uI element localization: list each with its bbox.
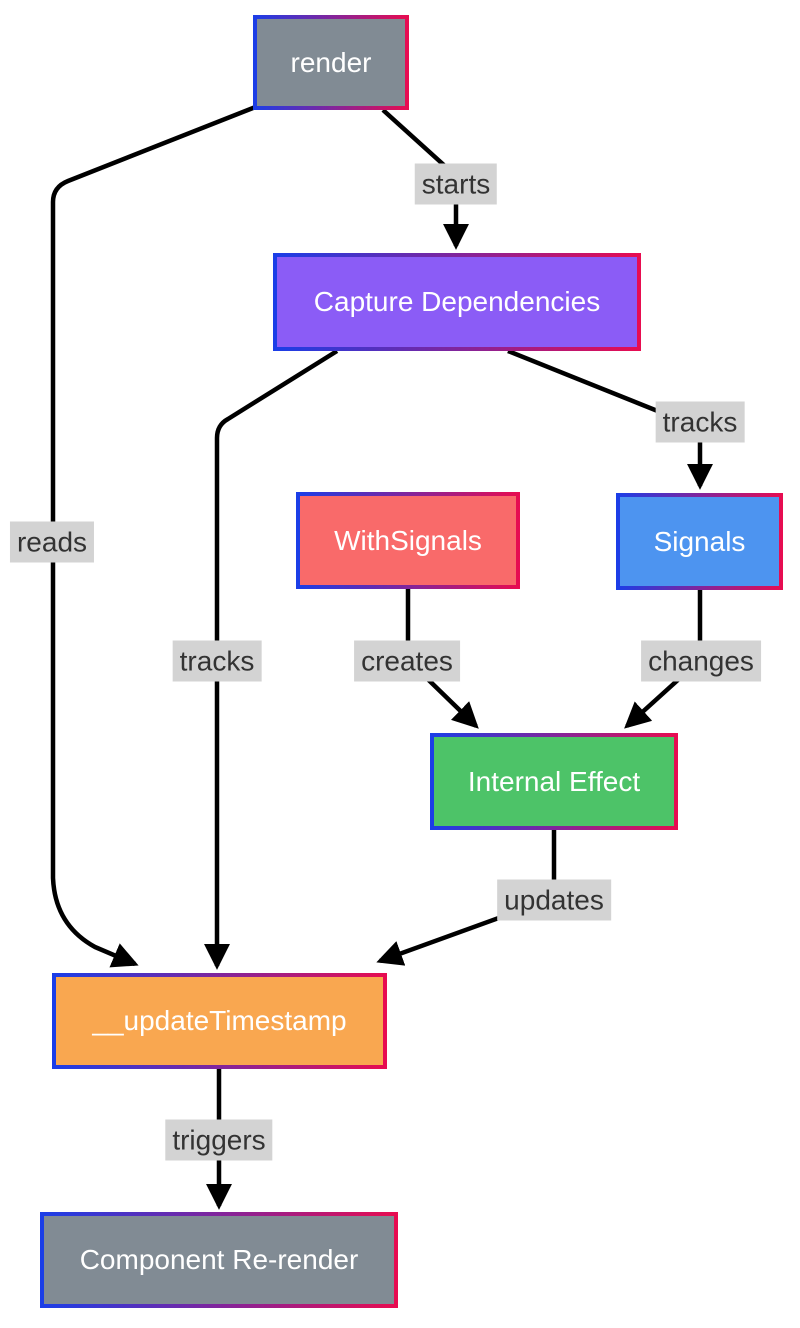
node-capture-dependencies-label: Capture Dependencies xyxy=(277,257,637,347)
node-capture-dependencies: Capture Dependencies xyxy=(273,253,641,351)
node-withsignals-label: WithSignals xyxy=(300,496,516,585)
edge-label-triggers: triggers xyxy=(165,1119,273,1161)
node-signals: Signals xyxy=(616,493,783,590)
edge-reads xyxy=(50,103,259,968)
edge-label-starts: starts xyxy=(414,163,498,205)
node-signals-label: Signals xyxy=(620,497,779,586)
node-component-rerender: Component Re-render xyxy=(40,1212,398,1308)
edge-label-creates: creates xyxy=(354,640,460,682)
node-internal-effect-label: Internal Effect xyxy=(434,737,674,826)
edge-label-reads: reads xyxy=(9,521,95,563)
edge-label-updates: updates xyxy=(497,879,611,921)
edge-label-tracks-signals: tracks xyxy=(655,401,745,443)
edge-label-tracks-update: tracks xyxy=(172,640,262,682)
node-render-label: render xyxy=(257,19,405,106)
node-update-timestamp: __updateTimestamp xyxy=(52,973,387,1069)
edge-label-changes: changes xyxy=(641,640,761,682)
node-update-timestamp-label: __updateTimestamp xyxy=(56,977,383,1065)
node-withsignals: WithSignals xyxy=(296,492,520,589)
node-component-rerender-label: Component Re-render xyxy=(44,1216,394,1304)
edge-tracks-update xyxy=(203,349,339,970)
node-internal-effect: Internal Effect xyxy=(430,733,678,830)
node-render: render xyxy=(253,15,409,110)
